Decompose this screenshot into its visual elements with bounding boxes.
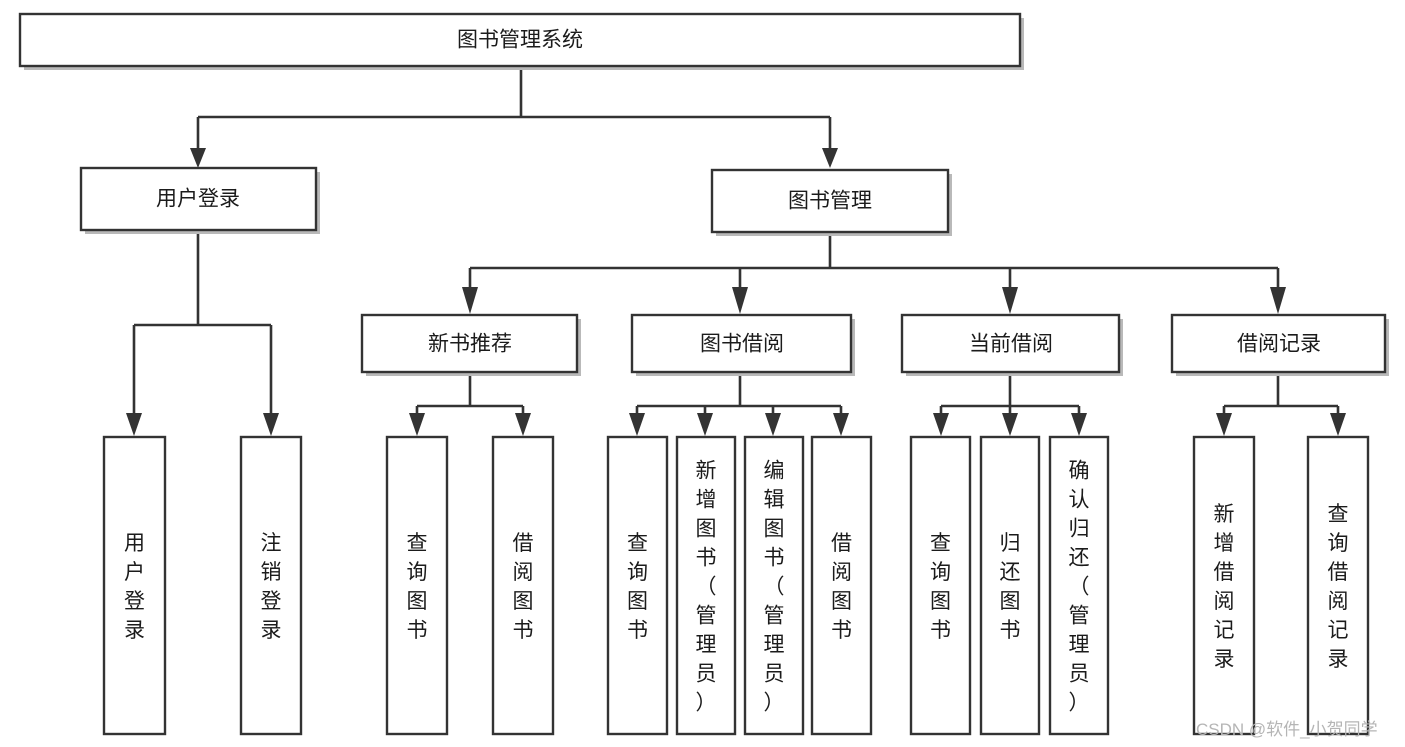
leaf-borrow-book-rec[interactable]: 借阅图书: [491, 435, 555, 736]
leaf-query-borrow-record-box[interactable]: [1306, 435, 1370, 736]
arrow-head-leaf-return-book: [1002, 413, 1018, 436]
leaf-borrow-book[interactable]: 借阅图书: [810, 435, 873, 736]
leaf-add-borrow-record[interactable]: 新增借阅记录: [1192, 435, 1256, 736]
connector-book-manage-branch: [468, 235, 1280, 290]
node-root-box[interactable]: [18, 12, 1022, 68]
arrow-head-leaf-confirm-return-admin: [1071, 413, 1087, 436]
node-new-book-recommend[interactable]: 新书推荐: [360, 313, 581, 376]
arrow-head-new-book-recommend: [462, 287, 478, 314]
node-book-borrow-label: 图书借阅: [700, 333, 784, 356]
node-root[interactable]: 图书管理系统: [18, 12, 1024, 70]
leaf-user-login[interactable]: 用户登录: [102, 435, 167, 736]
leaf-return-book-label: 归还图书: [1000, 532, 1021, 642]
leaf-edit-book-admin-box[interactable]: [743, 435, 805, 736]
leaf-add-book-admin-box[interactable]: [675, 435, 737, 736]
node-borrow-record-label: 借阅记录: [1237, 333, 1321, 356]
node-borrow-record[interactable]: 借阅记录: [1170, 313, 1389, 376]
leaf-confirm-return-admin-box[interactable]: [1048, 435, 1110, 736]
leaf-edit-book-admin-label: 编辑图书（管理员）: [764, 460, 785, 715]
node-current-borrow-label: 当前借阅: [969, 333, 1053, 356]
connector-borrow-record-branch: [1222, 376, 1340, 417]
node-user-login-label: 用户登录: [156, 188, 240, 211]
leaf-user-login-box[interactable]: [102, 435, 167, 736]
arrow-head-current-borrow: [1002, 287, 1018, 314]
leaf-borrow-book-label: 借阅图书: [831, 532, 852, 642]
node-book-manage-box[interactable]: [710, 168, 950, 234]
node-book-borrow[interactable]: 图书借阅: [630, 313, 855, 376]
leaf-query-book-current[interactable]: 查询图书: [909, 435, 972, 736]
leaf-query-borrow-record[interactable]: 查询借阅记录: [1306, 435, 1370, 736]
leaf-add-book-admin-label: 新增图书（管理员）: [696, 460, 717, 715]
arrow-head-leaf-add-book-admin: [697, 413, 713, 436]
arrow-head-borrow-record: [1270, 287, 1286, 314]
leaf-user-logout[interactable]: 注销登录: [239, 435, 303, 736]
leaf-edit-book-admin[interactable]: 编辑图书（管理员）: [743, 435, 805, 736]
arrow-head-book-borrow: [732, 287, 748, 314]
leaf-borrow-book-box[interactable]: [810, 435, 873, 736]
node-book-manage-label: 图书管理: [788, 190, 872, 213]
leaf-query-book-rec[interactable]: 查询图书: [385, 435, 449, 736]
leaf-borrow-book-rec-box[interactable]: [491, 435, 555, 736]
arrow-head-leaf-query-book-current: [933, 413, 949, 436]
leaf-query-book-current-box[interactable]: [909, 435, 972, 736]
leaf-query-book-borrow-box[interactable]: [606, 435, 669, 736]
leaf-query-book-rec-label: 查询图书: [407, 532, 428, 642]
connector-new-book-recommend-branch: [415, 376, 525, 417]
connector-layer: [126, 69, 1346, 436]
node-user-login[interactable]: 用户登录: [79, 166, 320, 234]
leaf-return-book[interactable]: 归还图书: [979, 435, 1041, 736]
arrow-head-leaf-query-book-rec: [409, 413, 425, 436]
node-book-borrow-box[interactable]: [630, 313, 853, 374]
leaf-confirm-return-admin-label: 确认归还（管理员）: [1069, 460, 1090, 715]
leaf-query-book-current-label: 查询图书: [930, 532, 951, 642]
arrow-head-leaf-query-borrow-record: [1330, 413, 1346, 436]
arrow-head-leaf-query-book-borrow: [629, 413, 645, 436]
leaf-user-login-label: 用户登录: [124, 532, 145, 642]
leaf-query-book-borrow-label: 查询图书: [627, 532, 648, 642]
leaf-confirm-return-admin[interactable]: 确认归还（管理员）: [1048, 435, 1110, 736]
leaf-query-book-borrow[interactable]: 查询图书: [606, 435, 669, 736]
connector-user-login-branch: [132, 234, 273, 417]
arrow-head-leaf-borrow-book-rec: [515, 413, 531, 436]
leaf-user-logout-box[interactable]: [239, 435, 303, 736]
connector-root-trunk: [196, 69, 832, 152]
leaf-borrow-book-rec-label: 借阅图书: [513, 532, 534, 642]
leaf-add-borrow-record-label: 新增借阅记录: [1214, 503, 1235, 671]
arrow-head-leaf-borrow-book: [833, 413, 849, 436]
leaf-add-borrow-record-box[interactable]: [1192, 435, 1256, 736]
leaf-user-logout-label: 注销登录: [261, 532, 282, 642]
node-user-login-box[interactable]: [79, 166, 318, 232]
leaf-query-book-rec-box[interactable]: [385, 435, 449, 736]
leaf-add-book-admin[interactable]: 新增图书（管理员）: [675, 435, 737, 736]
watermark-label: CSDN @软件_小贺同学: [1196, 720, 1378, 739]
connector-book-borrow-branch: [635, 376, 843, 417]
arrow-head-book-manage: [822, 148, 838, 168]
node-new-book-recommend-box[interactable]: [360, 313, 579, 374]
node-current-borrow-box[interactable]: [900, 313, 1121, 374]
node-new-book-recommend-label: 新书推荐: [428, 333, 512, 356]
arrow-head-user-login: [190, 148, 206, 168]
node-root-label: 图书管理系统: [457, 29, 583, 52]
connector-current-borrow-branch: [939, 376, 1081, 417]
leaf-return-book-box[interactable]: [979, 435, 1041, 736]
arrow-head-leaf-user-logout: [263, 413, 279, 436]
arrow-head-leaf-user-login: [126, 413, 142, 436]
arrow-head-leaf-add-borrow-record: [1216, 413, 1232, 436]
leaf-query-borrow-record-label: 查询借阅记录: [1328, 503, 1349, 671]
arrow-head-leaf-edit-book-admin: [765, 413, 781, 436]
node-book-manage[interactable]: 图书管理: [710, 168, 952, 236]
node-current-borrow[interactable]: 当前借阅: [900, 313, 1123, 376]
node-borrow-record-box[interactable]: [1170, 313, 1387, 374]
